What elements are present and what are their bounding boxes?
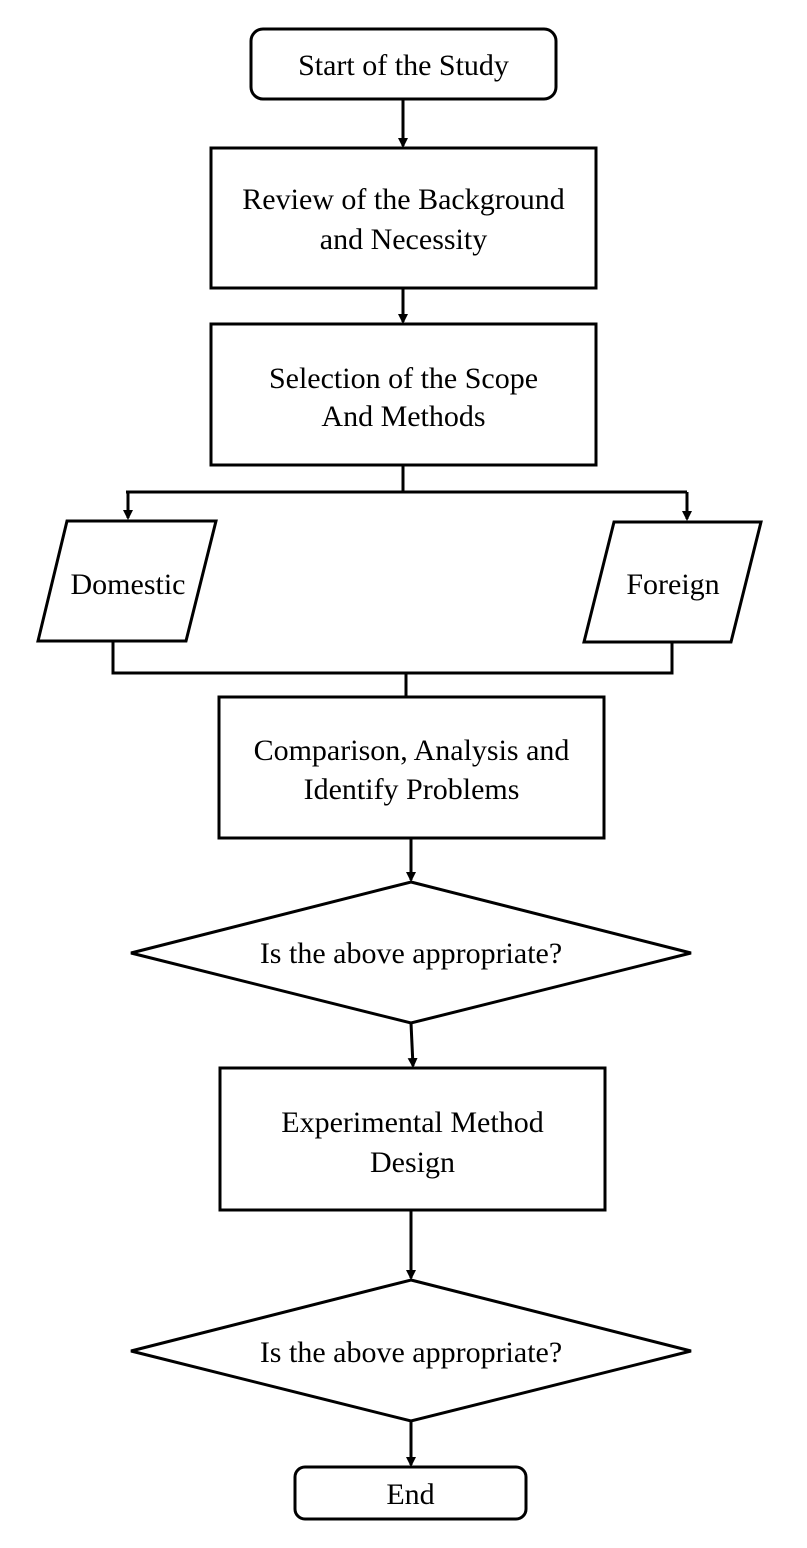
selection-label-line1: Selection of the Scope xyxy=(269,362,538,395)
end-node: End xyxy=(293,1465,528,1521)
decision1-node: Is the above appropriate? xyxy=(130,880,692,1025)
foreign-label: Foreign xyxy=(626,568,719,601)
selection-label-line2: And Methods xyxy=(321,400,485,433)
review-label-line1: Review of the Background xyxy=(242,183,564,216)
start-node: Start of the Study xyxy=(249,27,558,101)
decision2-label: Is the above appropriate? xyxy=(260,1336,562,1369)
foreign-node: Foreign xyxy=(582,520,763,644)
decision2-node: Is the above appropriate? xyxy=(130,1278,692,1423)
comparison-label-line2: Identify Problems xyxy=(304,773,520,806)
review-label-line2: and Necessity xyxy=(320,223,487,256)
experimental-node: Experimental Method Design xyxy=(218,1066,607,1212)
selection-node: Selection of the Scope And Methods xyxy=(209,322,598,467)
comparison-node: Comparison, Analysis and Identify Proble… xyxy=(217,695,606,840)
experimental-label-line1: Experimental Method xyxy=(281,1106,543,1139)
domestic-node: Domestic xyxy=(36,519,218,643)
comparison-label-line1: Comparison, Analysis and xyxy=(254,734,570,767)
domestic-label: Domestic xyxy=(71,568,186,601)
end-label: End xyxy=(386,1478,434,1511)
branch-connector xyxy=(123,465,692,521)
experimental-label-line2: Design xyxy=(370,1146,455,1179)
start-label: Start of the Study xyxy=(298,49,509,82)
arrow-decision1-to-experimental xyxy=(407,1022,418,1068)
merge-connector xyxy=(111,641,674,697)
review-node: Review of the Background and Necessity xyxy=(209,146,598,290)
decision1-label: Is the above appropriate? xyxy=(260,937,562,970)
